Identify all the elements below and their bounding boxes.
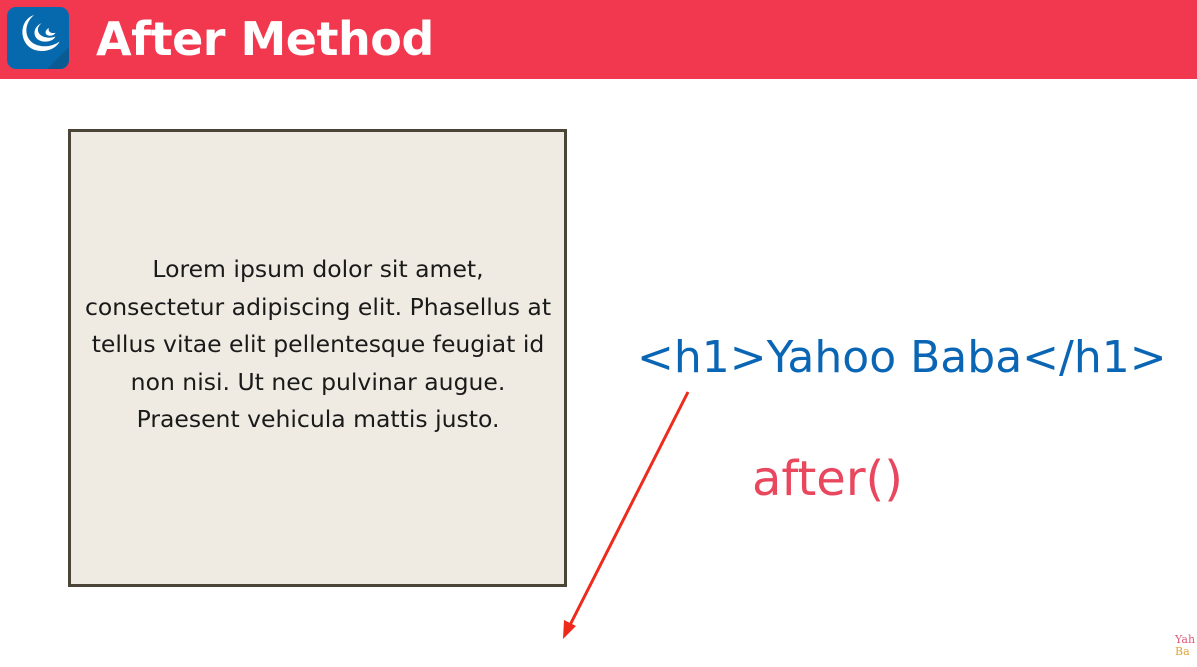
slide-title: After Method <box>96 12 434 66</box>
content-box: Lorem ipsum dolor sit amet, consectetur … <box>68 129 567 587</box>
code-example: <h1>Yahoo Baba</h1> <box>637 332 1167 383</box>
jquery-logo-icon <box>7 7 69 69</box>
watermark-line-1: Yah <box>1175 634 1196 646</box>
header-bar: After Method <box>0 0 1197 79</box>
watermark-logo: Yah Ba <box>1175 634 1197 658</box>
watermark-line-2: Ba <box>1175 645 1190 658</box>
method-name: after() <box>752 451 904 507</box>
content-text: Lorem ipsum dolor sit amet, consectetur … <box>84 255 552 433</box>
